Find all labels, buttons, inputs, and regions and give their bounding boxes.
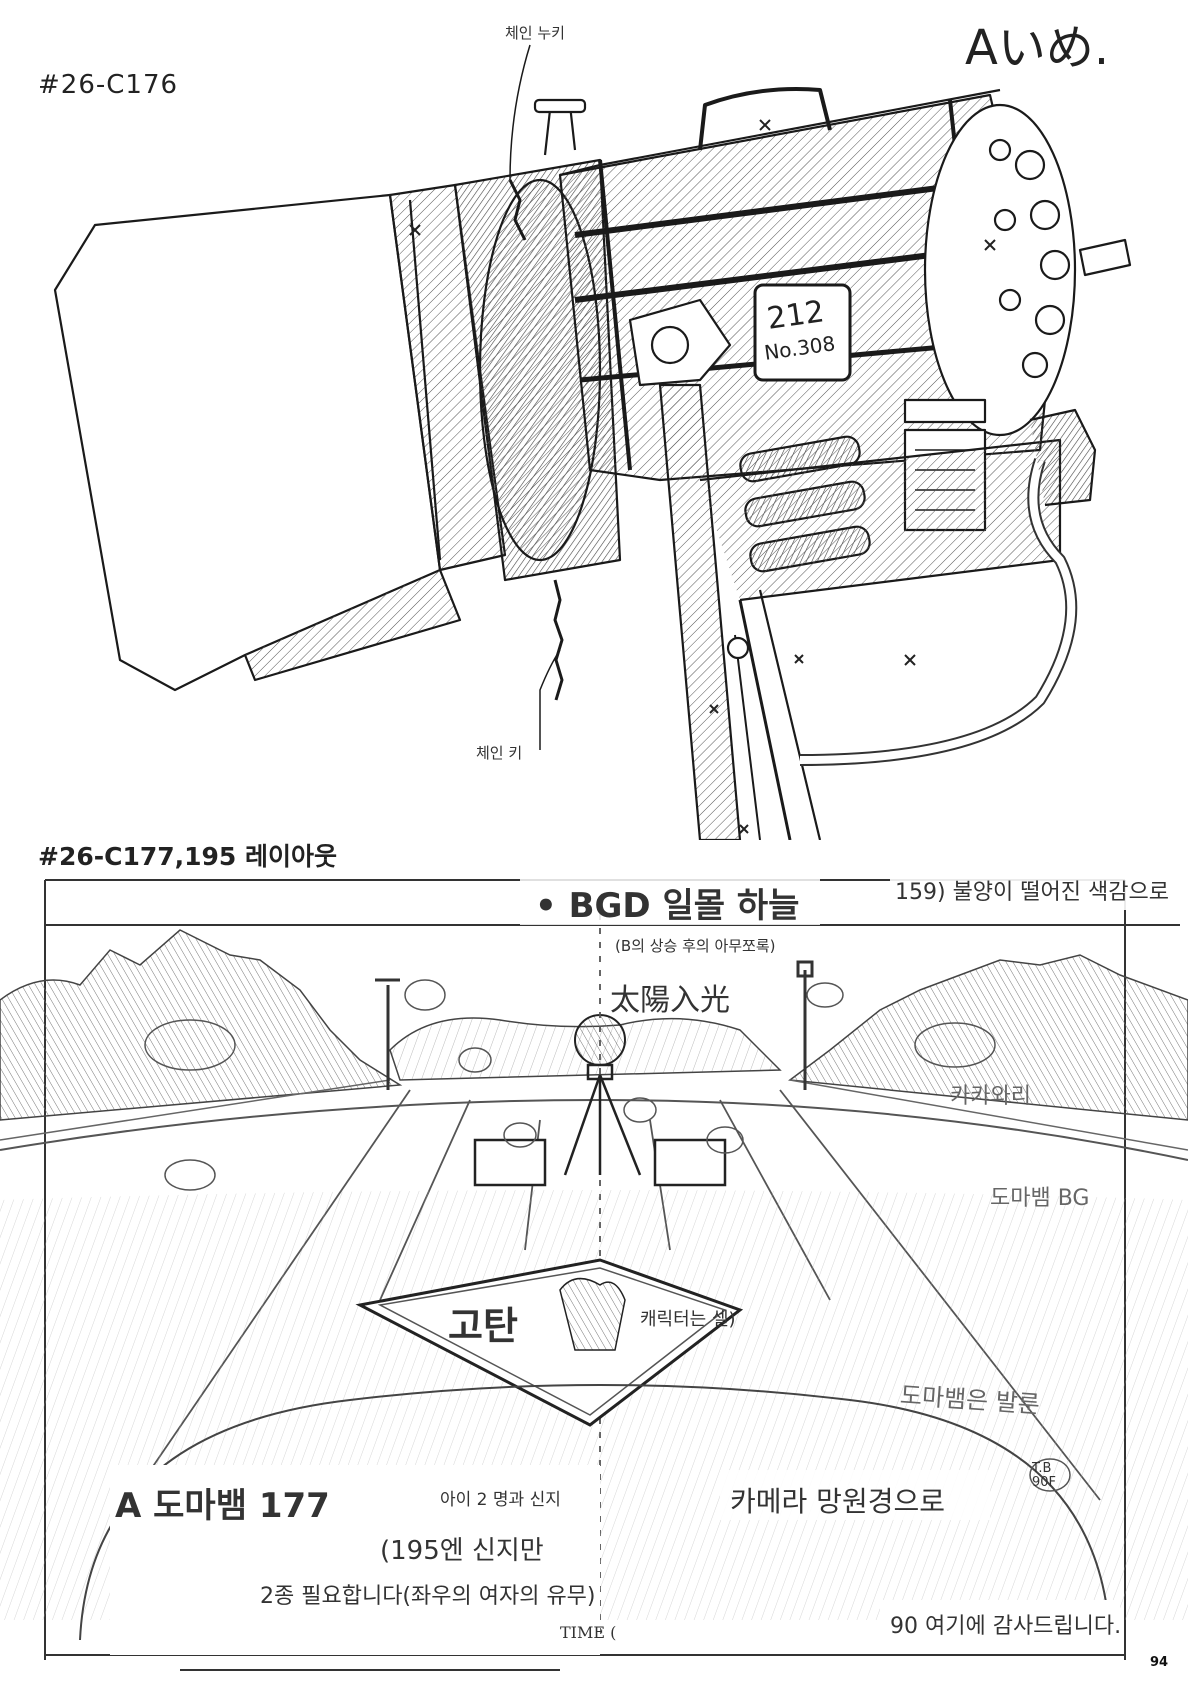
a-label: A 도마뱀 177 [115, 1486, 330, 1526]
tb-note: T.B 90F [1032, 1461, 1057, 1490]
thanks-note: 90 여기에 감사드립니다. [890, 1614, 1122, 1639]
two-kinds-note: 2종 필요합니다(좌우의 여자의 유무) [260, 1584, 596, 1609]
dry-note: 도마뱀은 발룬 [899, 1381, 1041, 1419]
camera-note: 카메라 망원경으로 [730, 1485, 945, 1518]
snake-bg-label: 도마뱀 BG [990, 1186, 1090, 1211]
b-note: (B의 상승 후의 아무쪼록) [615, 937, 776, 955]
callout-chain-top: 체인 누키 [505, 24, 565, 42]
bgd-label: • BGD 일몰 하늘 [535, 886, 800, 926]
page-number: 94 [1150, 1655, 1169, 1670]
diamond-platform [355, 1258, 744, 1427]
number-plate [753, 283, 852, 382]
sun-note: 太陽入光 [610, 983, 730, 1018]
layout-title: #26-C177,195 레이아웃 [38, 842, 338, 871]
cel-note: 캐릭터는 셀) [640, 1309, 736, 1330]
time-label: TIME ( [560, 1623, 617, 1642]
signature: Aいめ. [965, 20, 1110, 76]
sun [574, 1014, 626, 1066]
callout-chain-bottom: 체인 키 [476, 744, 523, 762]
children-note: 아이 2 명과 신지 [440, 1490, 561, 1510]
right-hill-label: 카카와리 [950, 1084, 1031, 1109]
gotan-label: 고탄 [448, 1304, 518, 1348]
cut-code: #26-C176 [38, 70, 179, 100]
shinji-note: (195엔 신지만 [380, 1536, 544, 1566]
color-note: 159) 불양이 떨어진 색감으로 [895, 880, 1169, 905]
spotlight-illustration [53, 44, 1132, 840]
